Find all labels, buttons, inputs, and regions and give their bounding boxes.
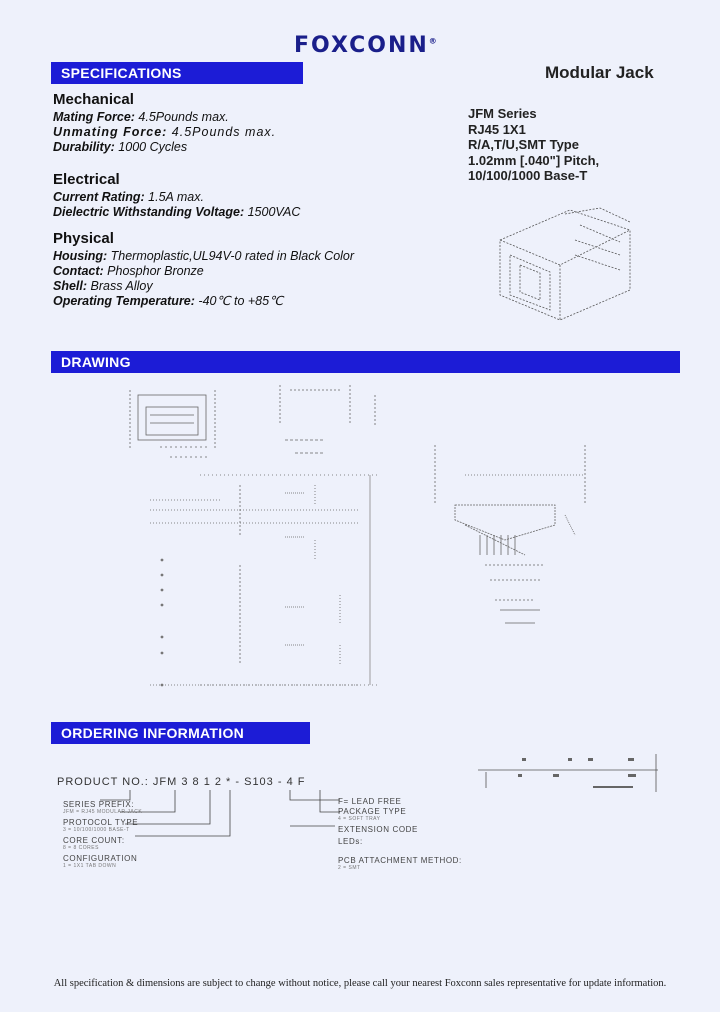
extension-code-label: EXTENSION CODE xyxy=(338,825,418,834)
operating-temperature: Operating Temperature: -40℃ to +85℃ xyxy=(53,294,284,308)
physical-heading: Physical xyxy=(53,230,114,247)
ordering-bar: ORDERING INFORMATION xyxy=(51,722,310,744)
series-line-3: R/A,T/U,SMT Type xyxy=(468,137,579,152)
series-line-1: JFM Series xyxy=(468,106,537,121)
ordering-left-labels: SERIES PREFIX: JFM = RJ45 MODULAR JACK P… xyxy=(63,800,142,869)
contact: Contact: Phosphor Bronze xyxy=(53,264,204,278)
logo-text: FOXCONN xyxy=(294,33,429,58)
housing: Housing: Thermoplastic,UL94V-0 rated in … xyxy=(53,249,355,263)
configuration-label: CONFIGURATION xyxy=(63,854,138,863)
drawing-heading: DRAWING xyxy=(61,354,131,370)
pcb-attachment-label: PCB ATTACHMENT METHOD: xyxy=(338,856,462,865)
dielectric-voltage: Dielectric Withstanding Voltage: 1500VAC xyxy=(53,205,301,219)
series-prefix-label: SERIES PREFIX: xyxy=(63,800,135,809)
mating-force: Mating Force: 4.5Pounds max. xyxy=(53,110,229,124)
drawing-bar: DRAWING xyxy=(51,351,680,373)
unmating-force: Unmating Force: 4.5Pounds max. xyxy=(53,125,277,139)
product-title: Modular Jack xyxy=(545,63,654,82)
mechanical-specs: Mating Force: 4.5Pounds max. Unmating Fo… xyxy=(53,110,276,155)
series-line-4: 1.02mm [.040"] Pitch, xyxy=(468,152,600,168)
core-count-label: CORE COUNT: xyxy=(63,836,125,845)
foxconn-logo: FOXCONN® xyxy=(294,33,439,58)
durability: Durability: 1000 Cycles xyxy=(53,140,188,154)
mechanical-heading: Mechanical xyxy=(53,91,134,108)
specifications-heading: SPECIFICATIONS xyxy=(61,65,182,81)
protocol-type-sub: 3 = 10/100/1000 BASE-T xyxy=(63,827,130,833)
ordering-connectors xyxy=(100,790,340,837)
footprint-drawing xyxy=(434,445,586,624)
leds-label: LEDs: xyxy=(338,837,363,846)
footer-disclaimer: All specification & dimensions are subje… xyxy=(53,978,667,989)
series-line-2: RJ45 1X1 xyxy=(468,121,526,137)
protocol-type-label: PROTOCOL TYPE xyxy=(63,818,139,827)
schematic-drawing xyxy=(129,385,380,687)
current-rating: Current Rating: 1.5A max. xyxy=(53,190,204,204)
lead-free-label: F= LEAD FREE xyxy=(338,797,402,806)
series-info: JFM Series RJ45 1X1 R/A,T/U,SMT Type 1.0… xyxy=(468,106,599,184)
registered-mark: ® xyxy=(428,36,439,46)
configuration-sub: 1 = 1X1 TAB DOWN xyxy=(63,863,117,869)
series-prefix-sub: JFM = RJ45 MODULAR JACK xyxy=(63,809,143,815)
physical-specs: Housing: Thermoplastic,UL94V-0 rated in … xyxy=(53,249,354,309)
product-illustration xyxy=(499,207,631,321)
led-table xyxy=(478,754,658,792)
package-type-label: PACKAGE TYPE xyxy=(338,807,407,816)
product-number-code: PRODUCT NO.: JFM 3 8 1 2 * - S103 - 4 F xyxy=(57,776,306,788)
pcb-attachment-sub: 2 = SMT xyxy=(338,865,361,871)
shell: Shell: Brass Alloy xyxy=(53,279,153,293)
electrical-heading: Electrical xyxy=(53,171,120,188)
electrical-specs: Current Rating: 1.5A max. Dielectric Wit… xyxy=(53,190,300,220)
core-count-sub: 8 = 8 CORES xyxy=(63,845,99,851)
specifications-bar: SPECIFICATIONS xyxy=(51,62,303,84)
ordering-right-labels: F= LEAD FREE PACKAGE TYPE 4 = SOFT TRAY … xyxy=(338,797,462,871)
package-type-sub: 4 = SOFT TRAY xyxy=(338,816,381,822)
series-line-5: 10/100/1000 Base-T xyxy=(468,168,588,183)
ordering-heading: ORDERING INFORMATION xyxy=(61,725,245,741)
